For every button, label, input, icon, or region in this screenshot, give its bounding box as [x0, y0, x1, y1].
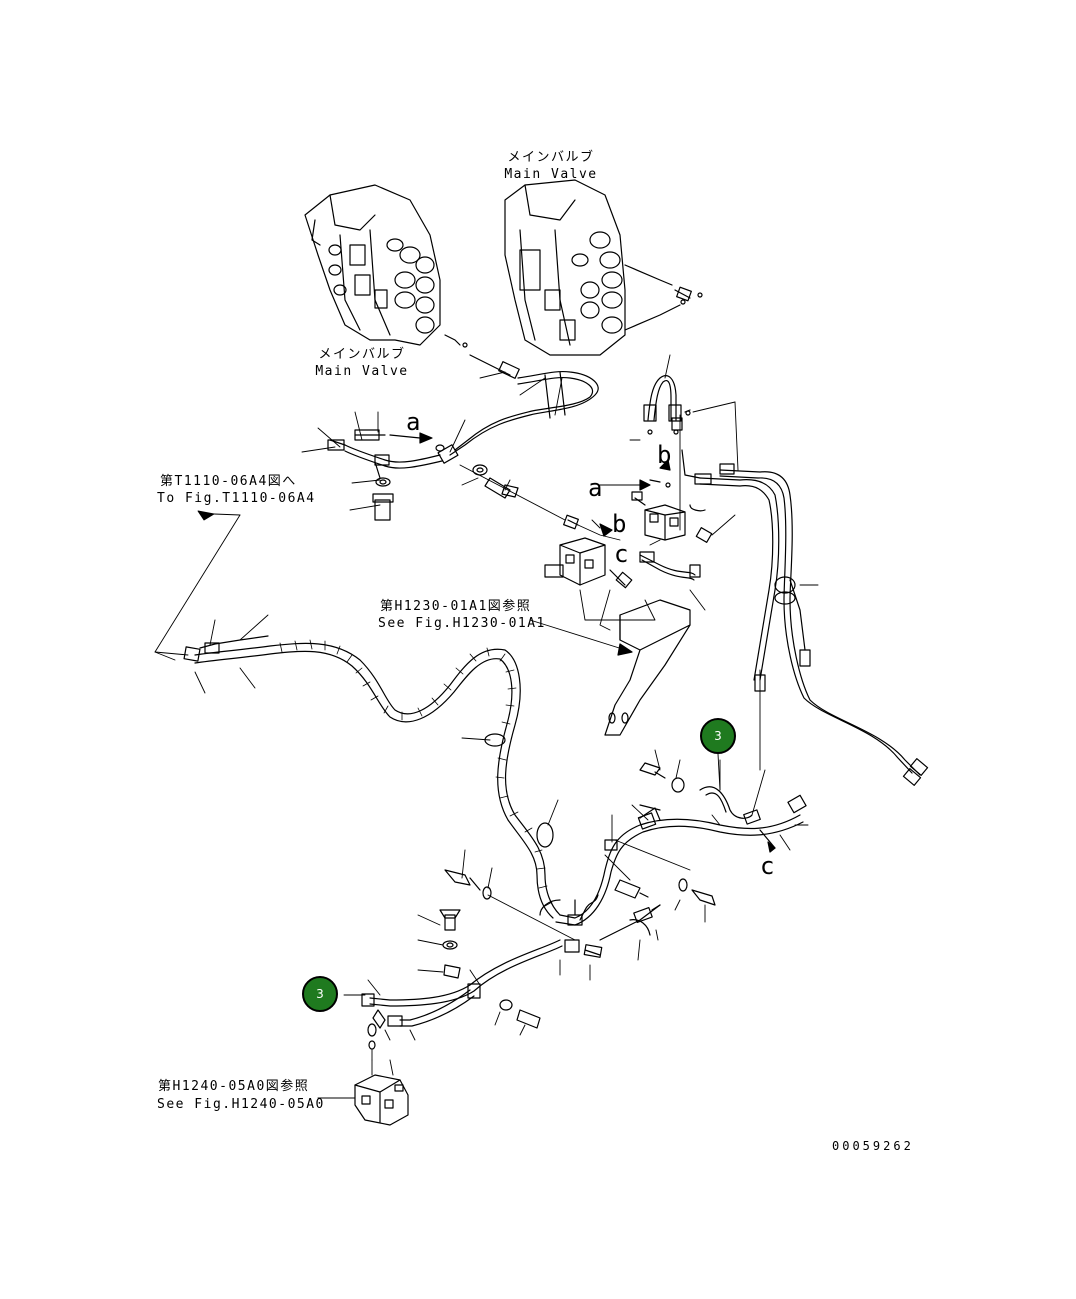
- part-callout-3[interactable]: 3: [302, 976, 338, 1012]
- upper-leaders: [301, 371, 563, 511]
- connection-letter-b: b: [612, 510, 627, 538]
- ref-h1240-jp: 第H1240-05A0図参照: [158, 1079, 310, 1094]
- ref-h1230-jp: 第H1230-01A1図参照: [380, 599, 532, 614]
- lower-hoses: [361, 669, 809, 1027]
- ref-h1240-en: See Fig.H1240-05A0: [157, 1097, 325, 1112]
- ref-leaders: [154, 510, 241, 661]
- bracket-drawing: [529, 599, 691, 736]
- main-valve-top-drawing: [504, 179, 703, 356]
- main-valve-left-drawing: [304, 184, 468, 348]
- upper-fasteners: [372, 461, 519, 521]
- ref-h1230-en: See Fig.H1230-01A1: [378, 616, 546, 631]
- right-hoses: [629, 354, 929, 786]
- connection-letter-c: c: [614, 540, 629, 568]
- lower-fasteners: [367, 749, 716, 1061]
- main-valve-left-label-jp: メインバルブ: [318, 347, 406, 362]
- connection-letter-a: a: [588, 474, 603, 502]
- main-valve-left-label-en: Main Valve: [315, 364, 409, 379]
- connection-letter-b: b: [657, 441, 672, 469]
- connection-letter-c: c: [760, 852, 775, 880]
- part-callout-3[interactable]: 3: [700, 718, 736, 754]
- document-number: 00059262: [832, 1139, 914, 1153]
- ref-t1110-jp: 第T1110-06A4図へ: [160, 474, 297, 489]
- main-valve-top-label-jp: メインバルブ: [507, 150, 595, 165]
- callout-leaders: [343, 753, 721, 996]
- connection-letter-a: a: [406, 408, 421, 436]
- main-valve-top-label-en: Main Valve: [504, 167, 598, 182]
- valve-blocks: [544, 459, 706, 631]
- bottom-valve-block: [317, 1059, 409, 1126]
- ref-t1110-en: To Fig.T1110-06A4: [157, 491, 316, 506]
- upper-hoses: [327, 354, 599, 469]
- coiled-hose: [183, 614, 561, 919]
- coil-ticks: [279, 639, 553, 907]
